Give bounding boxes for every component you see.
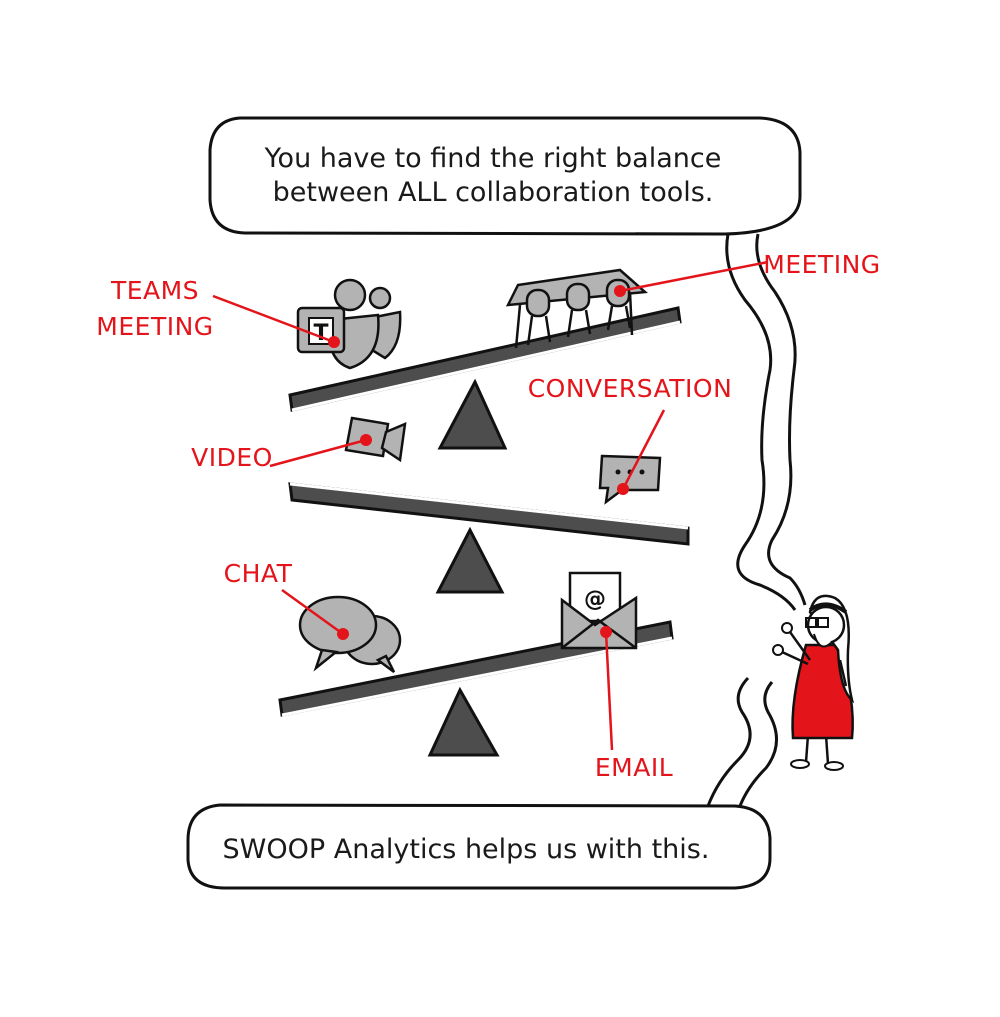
label-conversation: CONVERSATION [528, 374, 733, 403]
top-speech-bubble: You have to find the right balance betwe… [208, 116, 807, 611]
label-video: VIDEO [191, 443, 273, 472]
teams-icon: T [296, 278, 402, 370]
bottom-speech-bubble: SWOOP Analytics helps us with this. [186, 676, 778, 890]
fulcrum-middle [435, 526, 505, 594]
email-icon: @ [560, 571, 638, 650]
seesaw-bottom: @ [278, 571, 674, 757]
plank-middle [288, 482, 690, 546]
conversation-icon [598, 454, 662, 505]
character-figure [772, 594, 855, 771]
teams-letter: T [313, 321, 328, 346]
label-teams-line-2: MEETING [96, 312, 213, 341]
top-speech-line-2: between ALL collaboration tools. [273, 177, 714, 208]
email-at-symbol: @ [584, 587, 606, 612]
label-teams-line-1: TEAMS [110, 276, 199, 305]
fulcrum-top [437, 378, 508, 450]
top-speech-line-1: You have to find the right balance [264, 143, 722, 174]
chat-icon [298, 595, 402, 673]
meeting-icon [505, 268, 648, 349]
seesaw-top: T [288, 268, 682, 450]
chair-1 [525, 288, 552, 346]
label-meeting: MEETING [763, 250, 880, 279]
bottom-speech-text: SWOOP Analytics helps us with this. [223, 834, 710, 865]
chair-2 [565, 282, 592, 338]
label-chat: CHAT [224, 559, 293, 588]
video-camera-icon [344, 416, 407, 463]
label-email: EMAIL [595, 753, 673, 782]
callouts: TEAMS MEETING MEETING CONVERSATION VIDEO… [96, 250, 880, 782]
fulcrum-bottom [427, 686, 500, 757]
